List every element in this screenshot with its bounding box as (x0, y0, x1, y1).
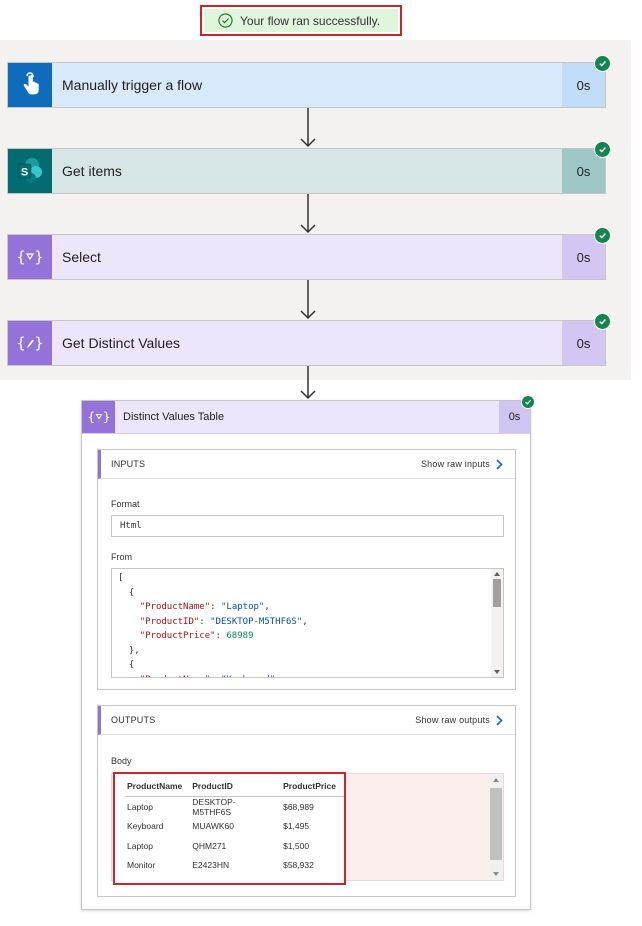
step-duration: 0s (562, 321, 605, 365)
step-manually-trigger[interactable]: Manually trigger a flow 0s (7, 55, 611, 108)
code-scrollbar[interactable] (491, 569, 503, 677)
outputs-header: OUTPUTS Show raw outputs (98, 706, 515, 735)
code-line: { (118, 587, 135, 598)
table-cell: MUAWK60 (192, 821, 234, 832)
column-header: ProductPrice (281, 780, 344, 797)
success-check-icon (594, 55, 611, 72)
arrow-down-icon (300, 366, 316, 400)
card-title: Distinct Values Table (115, 401, 499, 433)
table-cell: Monitor (127, 860, 156, 871)
from-field[interactable]: [ { "ProductName": "Laptop", "ProductID"… (111, 568, 504, 678)
table-cell: Laptop (127, 801, 153, 812)
step-title: Manually trigger a flow (62, 77, 203, 93)
svg-text:{ }: { } (88, 409, 110, 424)
code-line: "ProductName": "Laptop", (139, 602, 270, 612)
card-header[interactable]: { } Distinct Values Table 0s (82, 401, 530, 434)
step-select[interactable]: { } Select 0s (7, 227, 611, 280)
code-value: "DESKTOP-M5THF6S" (210, 616, 303, 627)
code-key: "ProductName" (139, 602, 211, 612)
data-operation-icon: { } (8, 235, 52, 279)
success-check-icon (594, 227, 611, 244)
data-operation-icon: { } (82, 401, 115, 433)
show-raw-outputs-link[interactable]: Show raw outputs (415, 714, 503, 726)
body-label: Body (111, 756, 132, 766)
scroll-thumb[interactable] (493, 579, 501, 607)
column-header: ProductID (190, 780, 282, 797)
code-key: "ProductID" (139, 616, 200, 627)
step-distinct-values-table: { } Distinct Values Table 0s INPUTS Show… (81, 395, 535, 910)
table-header-row: ProductName ProductID ProductPrice (125, 780, 344, 797)
step-title: Get Distinct Values (62, 335, 181, 351)
success-banner: Your flow ran successfully. (200, 5, 402, 36)
output-table: ProductName ProductID ProductPrice Lapto… (125, 780, 344, 875)
success-check-icon (594, 141, 611, 158)
arrow-down-icon (300, 108, 316, 148)
table-cell: Laptop (127, 840, 153, 851)
body-scrollbar[interactable] (489, 774, 503, 880)
code-line: "ProductID": "DESKTOP-M5THF6S", (139, 616, 308, 627)
show-raw-inputs-label: Show raw inputs (420, 459, 490, 469)
success-check-icon (521, 395, 535, 409)
output-table-highlight: ProductName ProductID ProductPrice Lapto… (113, 772, 346, 885)
success-message: Your flow ran successfully. (240, 13, 381, 28)
sharepoint-icon: S (8, 149, 52, 193)
show-raw-inputs-link[interactable]: Show raw inputs (420, 458, 503, 470)
code-line: "ProductPrice": 68989 (139, 631, 254, 641)
code-value: "Laptop" (220, 602, 265, 612)
inputs-section: INPUTS Show raw inputs Format Html From … (97, 449, 516, 690)
format-label: Format (111, 499, 140, 509)
table-cell: $1,500 (283, 840, 310, 851)
table-cell: $1,495 (283, 821, 310, 832)
step-get-distinct-values[interactable]: { } Get Distinct Values 0s (7, 313, 611, 366)
code-key: "ProductPrice" (139, 631, 216, 641)
step-get-items[interactable]: S Get items 0s (7, 141, 611, 194)
column-header: ProductName (125, 780, 191, 797)
scroll-thumb[interactable] (490, 788, 502, 860)
format-field[interactable]: Html (111, 515, 504, 537)
table-row: Keyboard MUAWK60 $1,495 (125, 817, 344, 837)
code-key: "ProductName" (140, 675, 210, 678)
step-title: Select (62, 249, 101, 265)
from-label: From (111, 552, 132, 562)
chevron-right-icon (496, 458, 503, 470)
step-title: Get items (62, 163, 122, 179)
success-check-icon (594, 313, 611, 330)
code-value: "Keyboard" (221, 675, 275, 678)
scroll-down-icon[interactable] (494, 670, 500, 674)
arrow-down-icon (300, 280, 316, 320)
from-code: [ { "ProductName": "Laptop", "ProductID"… (118, 571, 308, 678)
inputs-title: INPUTS (111, 459, 146, 469)
compose-icon: { } (8, 321, 52, 365)
code-value: 68989 (226, 631, 254, 641)
success-check-icon (218, 13, 233, 28)
arrow-down-icon (300, 194, 316, 234)
touch-icon (8, 63, 52, 107)
outputs-title: OUTPUTS (111, 715, 156, 725)
table-cell: DESKTOP-M5THF6S (192, 796, 236, 817)
table-row: Laptop DESKTOP-M5THF6S $68,989 (125, 796, 344, 817)
inputs-header: INPUTS Show raw inputs (98, 450, 515, 479)
table-cell: $58,932 (283, 860, 314, 871)
svg-text:{ }: { } (17, 248, 43, 266)
table-cell: E2423HN (192, 860, 230, 871)
scroll-up-icon[interactable] (493, 778, 499, 782)
code-line: "ProductName": "Keyboard" (118, 673, 308, 678)
table-row: Laptop QHM271 $1,500 (125, 836, 344, 856)
code-line: [ (118, 573, 124, 583)
chevron-right-icon (496, 714, 503, 726)
show-raw-outputs-label: Show raw outputs (415, 715, 490, 725)
outputs-section: OUTPUTS Show raw outputs Body ProductNam… (97, 705, 516, 897)
code-line: }, (118, 645, 140, 656)
body-output: ProductName ProductID ProductPrice Lapto… (111, 772, 504, 885)
table-row: Monitor E2423HN $58,932 (125, 856, 344, 876)
table-cell: Keyboard (127, 821, 164, 832)
scroll-down-icon[interactable] (493, 872, 499, 876)
table-cell: QHM271 (192, 840, 227, 851)
svg-text:S: S (21, 167, 28, 179)
table-cell: $68,989 (283, 801, 314, 812)
code-line: { (118, 660, 135, 670)
scroll-up-icon[interactable] (494, 572, 500, 576)
